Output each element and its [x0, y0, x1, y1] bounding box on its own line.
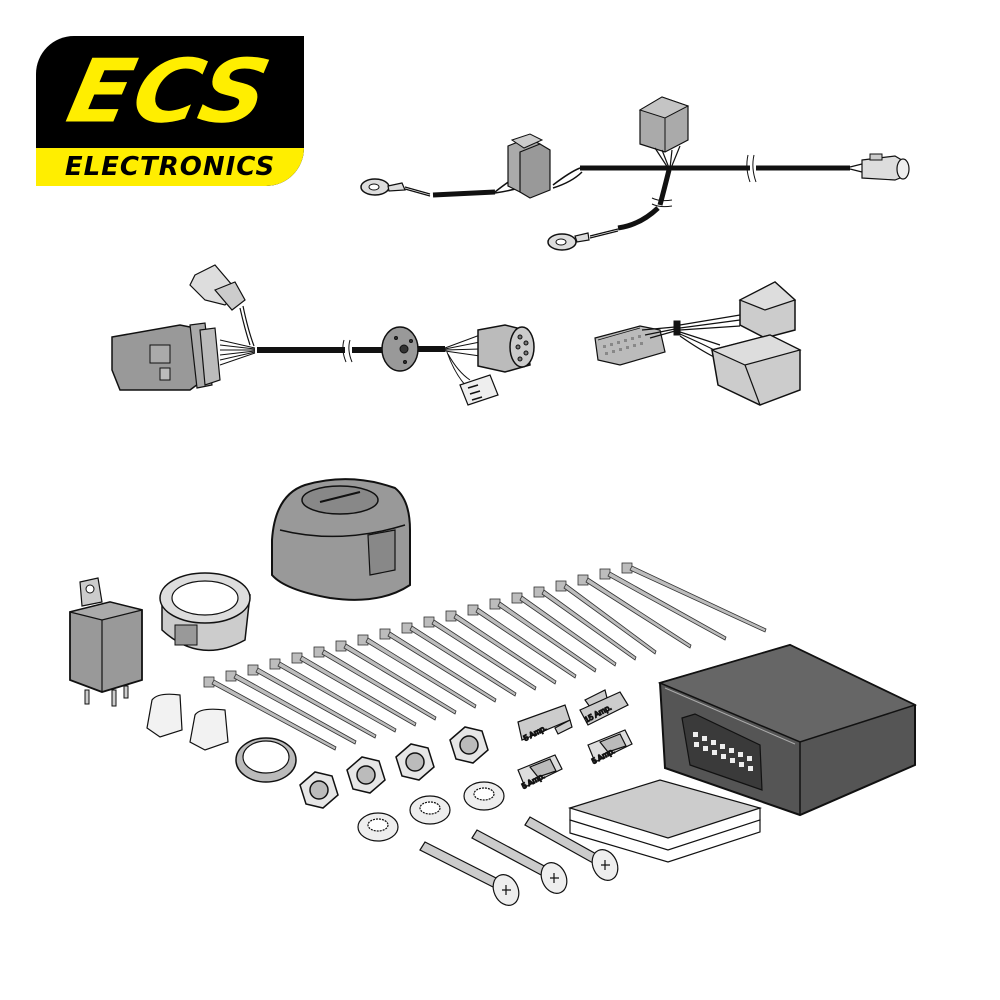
relay-icon [69, 577, 143, 707]
small-connector-icon [459, 374, 499, 406]
13-pin-plug-icon [477, 324, 535, 373]
vehicle-connector-icon [111, 322, 221, 391]
cable-tie-icon [489, 598, 597, 673]
fuse-icon: 5 Amp. [587, 729, 633, 766]
bolts [419, 816, 619, 906]
ecs-logo: ECS ELECTRONICS [36, 36, 304, 186]
cable-ties [203, 562, 767, 751]
bolt-icon [471, 829, 568, 894]
cable-tie-icon [445, 610, 557, 685]
fuses: 15 Amp. 5 Amp. 5 Amp. 5 Amp. [517, 689, 633, 791]
washers [357, 781, 505, 842]
small-plug-icon [189, 264, 246, 311]
logo-subtitle-band: ELECTRONICS [36, 148, 304, 186]
cable-tie-icon [401, 622, 517, 697]
ring-terminal-icon [547, 232, 590, 251]
cable-tie-icon [313, 646, 437, 721]
socket-cover-icon [271, 478, 411, 601]
vehicle-connector-lower-icon [710, 334, 802, 406]
end-cap-icon [189, 708, 229, 751]
cable-tie-icon [379, 628, 497, 703]
end-caps [146, 693, 229, 751]
fuse-holder-icon [507, 133, 551, 199]
bolt-icon [419, 841, 520, 906]
cable-tie-icon [291, 652, 417, 727]
washer-icon [409, 795, 451, 825]
cable-tie-icon [467, 604, 577, 679]
nut-icon [395, 743, 435, 781]
cable-tie-icon [269, 658, 397, 733]
cable-tie-icon [423, 616, 537, 691]
grommet-icon [381, 326, 419, 372]
fuse-icon: 5 Amp. [517, 704, 573, 744]
gasket-icon [235, 737, 297, 783]
cable-tie-icon [599, 568, 727, 641]
cable-tie-icon [335, 640, 457, 715]
nut-icon [346, 756, 386, 794]
adapter-harness [594, 281, 802, 406]
washer-icon [357, 812, 399, 842]
cable-tie-icon [203, 676, 337, 751]
fuse-icon: 5 Amp. [517, 754, 563, 791]
cable-tie-icon [511, 592, 617, 667]
nut-icon [449, 726, 489, 764]
socket-ring-icon [159, 572, 251, 652]
socket-harness [111, 264, 535, 406]
nut-icon [299, 771, 339, 809]
multi-pin-connector-icon [594, 325, 666, 366]
end-cap-icon [146, 693, 183, 738]
plug-connector-icon [861, 153, 910, 181]
washer-icon [463, 781, 505, 811]
cable-tie-icon [533, 586, 637, 661]
cable-tie-icon [247, 664, 377, 739]
ring-terminal-icon [360, 178, 406, 196]
cable-tie-icon [225, 670, 357, 745]
instruction-pads-icon [567, 779, 763, 863]
cable-tie-icon [577, 574, 692, 649]
control-module-icon [657, 643, 918, 817]
bolt-icon [524, 816, 619, 881]
cable-tie-icon [621, 562, 767, 633]
fuse-icon: 15 Amp. [579, 689, 629, 726]
main-wiring-harness [360, 96, 910, 251]
relay-block-icon [638, 96, 690, 153]
logo-subtitle-text: ELECTRONICS [64, 152, 276, 182]
cable-tie-icon [357, 634, 477, 709]
nuts [299, 726, 489, 809]
cable-tie-icon [555, 580, 657, 655]
vehicle-connector-upper-icon [738, 281, 797, 339]
